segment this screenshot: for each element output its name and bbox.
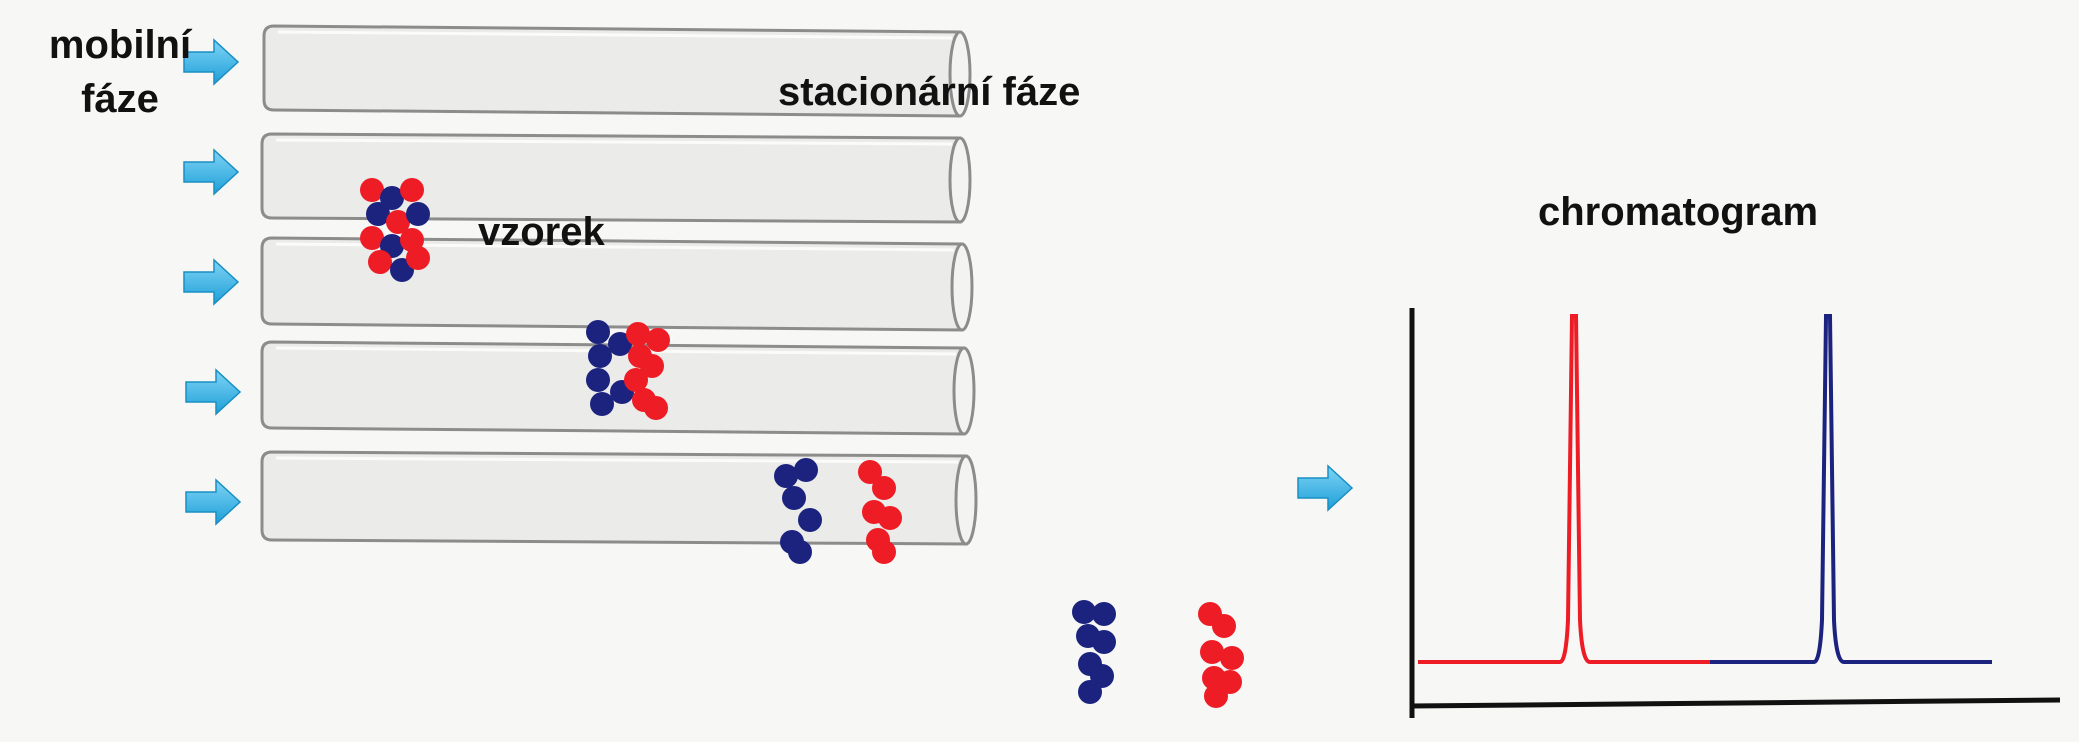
molecule-b	[588, 344, 612, 368]
molecule-a	[624, 368, 648, 392]
molecule-b	[406, 202, 430, 226]
molecule-a	[1204, 684, 1228, 708]
tube-highlight	[275, 456, 959, 464]
molecule-a	[1220, 646, 1244, 670]
chromatogram-title: chromatogram	[1538, 190, 1819, 234]
tube-opening	[952, 346, 976, 436]
mobile-phase-arrow	[185, 478, 242, 526]
molecule-a	[360, 226, 384, 250]
tube-opening	[950, 242, 974, 332]
mobile-phase-arrow	[183, 38, 240, 86]
molecule-b	[1078, 680, 1102, 704]
column-tube	[262, 24, 972, 118]
sample-label: vzorek	[478, 210, 605, 254]
chromatogram-x-axis	[1409, 697, 2061, 709]
stationary-phase-label: stacionární fáze	[778, 70, 1081, 114]
molecule-a	[878, 506, 902, 530]
molecule-b	[774, 464, 798, 488]
molecule-b	[380, 186, 404, 210]
molecule-b	[1092, 602, 1116, 626]
molecule-b	[1092, 630, 1116, 654]
column-tube	[260, 132, 972, 224]
mobile-phase-arrow	[183, 148, 240, 196]
chromatogram-peak-b	[1710, 314, 1992, 664]
outlet-arrow	[1297, 464, 1354, 512]
tube-highlight	[275, 138, 953, 146]
molecule-b	[788, 540, 812, 564]
column-tube	[260, 236, 974, 332]
molecule-b	[366, 202, 390, 226]
molecule-a	[872, 540, 896, 564]
molecule-a	[858, 460, 882, 484]
mobile-phase-arrow	[183, 258, 240, 306]
tube-body	[260, 132, 962, 224]
molecule-a	[646, 328, 670, 352]
tube-body	[262, 24, 962, 118]
molecule-a	[1212, 614, 1236, 638]
molecule-b	[794, 458, 818, 482]
flow-arrows	[183, 38, 1354, 526]
molecule-b	[1072, 600, 1096, 624]
molecule-a	[626, 322, 650, 346]
molecule-b	[586, 320, 610, 344]
tube-highlight	[277, 30, 953, 40]
tube-body	[260, 236, 964, 332]
molecule-b	[608, 332, 632, 356]
molecule-b	[586, 368, 610, 392]
chromatogram-plot	[1409, 308, 2061, 718]
sample-molecules	[360, 178, 1244, 708]
molecule-a	[400, 178, 424, 202]
mobile-phase-label-line1: mobilní	[48, 23, 192, 67]
tube-opening	[948, 136, 972, 224]
mobile-phase-label-line2: fáze	[81, 77, 159, 121]
mobile-phase-arrow	[185, 368, 242, 416]
tube-opening	[948, 30, 972, 118]
molecule-b	[782, 486, 806, 510]
molecule-b	[590, 392, 614, 416]
molecule-a	[644, 396, 668, 420]
molecule-a	[872, 476, 896, 500]
molecule-b	[798, 508, 822, 532]
molecule-a	[640, 354, 664, 378]
molecule-a	[386, 210, 410, 234]
molecule-a	[360, 178, 384, 202]
mobile-phase-label: mobilní fáze	[30, 18, 210, 126]
molecule-a	[368, 250, 392, 274]
tube-opening	[954, 454, 978, 546]
chromatogram-peak-a	[1418, 314, 1710, 664]
molecule-a	[1200, 640, 1224, 664]
molecule-a	[406, 246, 430, 270]
